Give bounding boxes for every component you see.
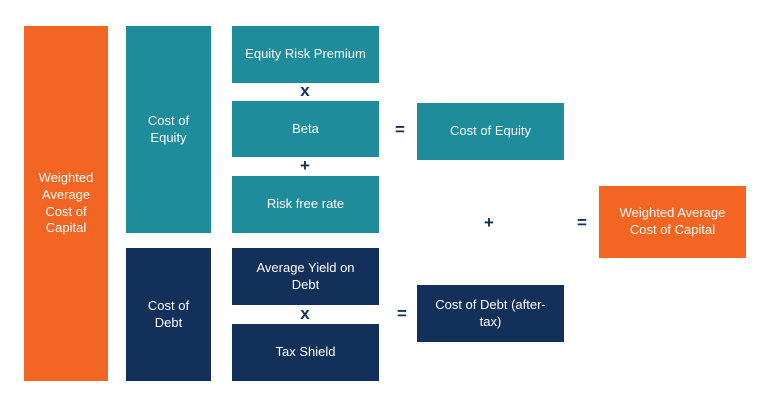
equity-risk-premium-box: Equity Risk Premium [232,26,379,83]
wacc-column: Weighted Average Cost of Capital [24,26,108,381]
equity-risk-premium-label: Equity Risk Premium [245,46,366,62]
wacc-result-box: Weighted Average Cost of Capital [599,186,746,258]
wacc-result-label: Weighted Average Cost of Capital [619,205,726,237]
cost-of-equity-result-box: Cost of Equity [417,103,564,160]
tax-shield-box: Tax Shield [232,324,379,381]
beta-box: Beta [232,101,379,157]
wacc-column-label: Weighted Average Cost of Capital [38,169,94,236]
cost-of-debt-result-box: Cost of Debt (after-tax) [417,285,564,342]
multiply-operator: x [300,81,310,100]
average-yield-on-debt-box: Average Yield on Debt [232,248,379,305]
cost-of-equity-group: Cost of Equity [126,26,211,233]
beta-label: Beta [292,120,319,136]
debt-multiply-operator: x [300,304,310,323]
cost-of-debt-group-label: Cost of Debt [147,297,190,330]
plus-operator: + [300,156,310,175]
average-yield-on-debt-label: Average Yield on Debt [256,259,355,292]
final-equals-operator: = [577,213,587,232]
final-plus-operator: + [484,213,494,232]
cost-of-equity-result-label: Cost of Equity [450,123,531,139]
debt-equals-operator: = [397,304,407,323]
risk-free-rate-label: Risk free rate [266,196,345,212]
cost-of-debt-result-label: Cost of Debt (after-tax) [435,296,546,329]
risk-free-rate-box: Risk free rate [232,176,379,233]
equity-equals-operator: = [395,120,405,139]
tax-shield-label: Tax Shield [275,344,336,360]
cost-of-equity-group-label: Cost of Equity [147,112,190,145]
cost-of-debt-group: Cost of Debt [126,248,211,381]
